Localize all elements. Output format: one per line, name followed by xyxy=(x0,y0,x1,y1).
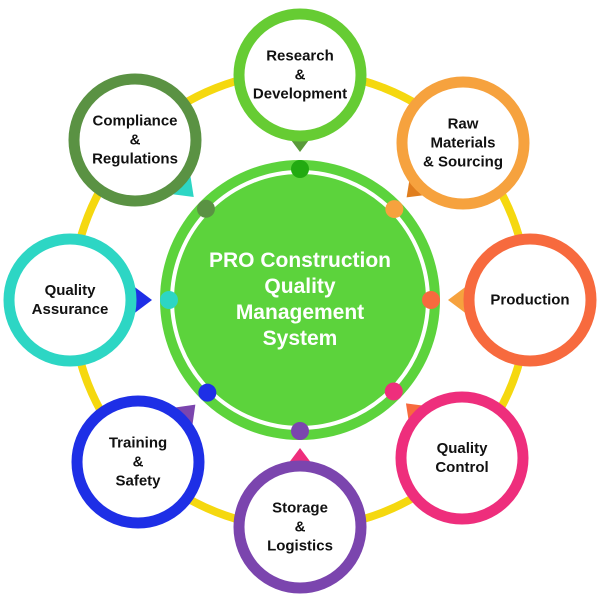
node-label-line: Safety xyxy=(115,472,161,490)
node-label-line: Raw xyxy=(447,115,479,133)
connector-dot xyxy=(160,291,178,309)
node-label: Research&Development xyxy=(245,47,355,104)
node-label: Production xyxy=(475,291,585,310)
center-title-line: Quality xyxy=(264,275,336,298)
connector-dot xyxy=(385,200,404,219)
node-label-line: Quality xyxy=(436,440,488,457)
center-title-line: Management xyxy=(235,301,365,324)
node-circle xyxy=(463,233,597,367)
node-label-line: Regulations xyxy=(92,150,178,168)
connector-dot xyxy=(384,382,403,401)
node-label-line: Production xyxy=(490,291,570,309)
connector-dot xyxy=(198,383,217,402)
node-circle xyxy=(3,233,137,367)
node-circle xyxy=(68,73,202,207)
center-circle xyxy=(160,160,440,440)
node-label-line: Storage xyxy=(272,499,328,517)
node-label-line: & xyxy=(294,518,306,536)
node-circle xyxy=(395,391,529,525)
node-circle xyxy=(71,395,205,529)
node-label-line: Development xyxy=(252,85,348,103)
node-circle xyxy=(233,8,367,142)
node-label: Training&Safety xyxy=(83,434,193,491)
connector-dot xyxy=(291,422,309,440)
connector-dot xyxy=(422,291,440,309)
node-label-line: Control xyxy=(435,459,489,476)
center-title-line: System xyxy=(262,327,338,350)
node-label-line: & xyxy=(132,453,144,471)
center-title: PRO Construction Quality Management Syst… xyxy=(185,248,415,352)
node-label-line: Quality xyxy=(44,282,96,299)
node-label-line: & Sourcing xyxy=(422,153,503,171)
node-label-line: & xyxy=(294,66,306,84)
node-circle xyxy=(233,460,367,594)
connector-dot xyxy=(196,199,215,218)
node-circle xyxy=(396,76,530,210)
center-title-line: PRO Construction xyxy=(209,249,391,272)
node-label-line: & xyxy=(129,131,141,149)
node-label-line: Training xyxy=(108,434,168,452)
node-label-line: Research xyxy=(266,47,334,65)
connector-dot xyxy=(291,160,309,178)
node-label-line: Compliance xyxy=(92,112,178,130)
node-label-line: Logistics xyxy=(267,537,333,555)
node-label: Storage&Logistics xyxy=(245,499,355,556)
node-label: Compliance&Regulations xyxy=(80,112,190,169)
node-label-line: Materials xyxy=(430,134,496,152)
node-label-line: Assurance xyxy=(31,301,109,318)
